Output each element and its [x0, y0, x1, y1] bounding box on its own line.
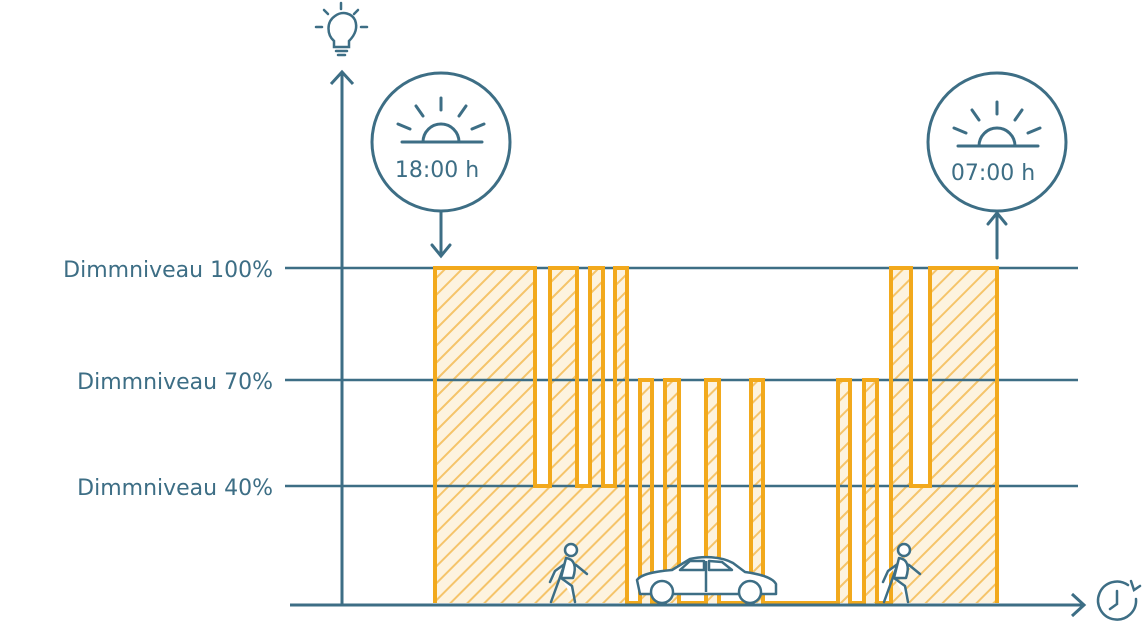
level-label-40: Dimmniveau 40% [77, 476, 273, 501]
car-icon [635, 555, 778, 605]
clock-icon [1096, 579, 1142, 621]
level-label-70: Dimmniveau 70% [77, 370, 273, 395]
level-label-100: Dimmniveau 100% [63, 258, 273, 283]
sunset-icon [370, 71, 512, 259]
dimming-signal [433, 266, 999, 605]
pedestrian-icon [548, 542, 589, 604]
y-axis [329, 69, 355, 605]
sunrise-time: 07:00 h [951, 161, 1035, 186]
sunset-time: 18:00 h [395, 158, 479, 183]
pedestrian-icon [881, 542, 922, 604]
light-bulb-icon [314, 1, 369, 57]
sunrise-icon [926, 71, 1068, 260]
x-axis [290, 592, 1087, 618]
